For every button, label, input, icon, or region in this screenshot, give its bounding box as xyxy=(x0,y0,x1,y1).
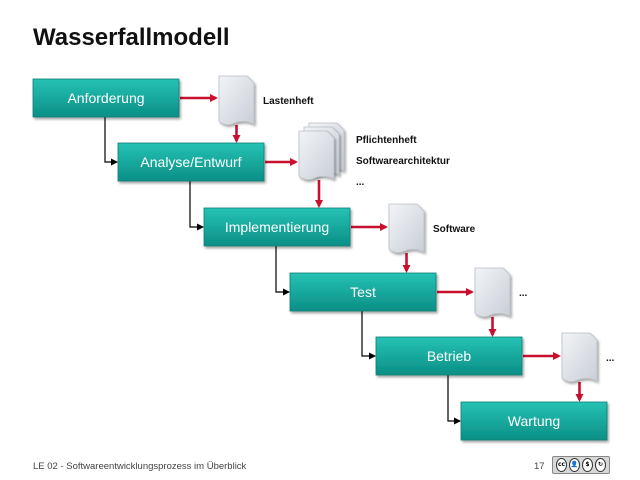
phase-box-betrieb: Betrieb xyxy=(375,336,523,376)
page-number: 17 xyxy=(534,461,545,472)
phase-flow-arrow xyxy=(189,181,204,231)
artifact-document-icon xyxy=(388,203,425,253)
footer-course-label: LE 02 - Softwareentwicklungsprozess im Ü… xyxy=(33,461,247,472)
phase-label-betrieb: Betrieb xyxy=(427,348,472,364)
phase-label-implementierung: Implementierung xyxy=(225,219,329,235)
artifact-document-icon xyxy=(218,75,255,125)
cc-nc-icon: $ xyxy=(582,458,593,472)
phase-flow-arrow xyxy=(361,311,376,360)
phase-box-test: Test xyxy=(289,272,437,312)
artifact-document-icon xyxy=(561,332,598,382)
artifact-label: Pflichtenheft xyxy=(356,135,417,146)
cc-sa-icon: ↻ xyxy=(595,458,606,472)
slide-title: Wasserfallmodell xyxy=(33,24,230,51)
cc-by-icon: 👤 xyxy=(569,458,580,472)
phase-box-analyse-entwurf: Analyse/Entwurf xyxy=(117,142,265,182)
artifact-label: Lastenheft xyxy=(263,96,314,107)
phase-label-anforderung: Anforderung xyxy=(67,90,144,106)
phase-box-wartung: Wartung xyxy=(460,401,608,441)
phase-flow-arrow xyxy=(447,375,461,425)
phase-box-anforderung: Anforderung xyxy=(32,78,180,118)
phase-label-wartung: Wartung xyxy=(508,413,560,429)
cc-logo-icon: cc xyxy=(556,458,567,472)
artifact-label: ... xyxy=(606,353,615,364)
phase-label-test: Test xyxy=(350,284,376,300)
creative-commons-license-icon: cc 👤 $ ↻ xyxy=(552,456,610,474)
phase-flow-arrow xyxy=(104,117,118,166)
phase-flow-arrow xyxy=(275,246,290,296)
phase-label-analyse-entwurf: Analyse/Entwurf xyxy=(140,154,241,170)
phase-box-implementierung: Implementierung xyxy=(203,207,351,247)
artifact-label: ... xyxy=(356,177,365,188)
artifact-document-icon xyxy=(298,122,345,180)
artifact-label: ... xyxy=(519,288,528,299)
artifact-label: Softwarearchitektur xyxy=(356,156,450,167)
artifact-document-icon xyxy=(474,267,511,317)
artifact-label: Software xyxy=(433,224,476,235)
